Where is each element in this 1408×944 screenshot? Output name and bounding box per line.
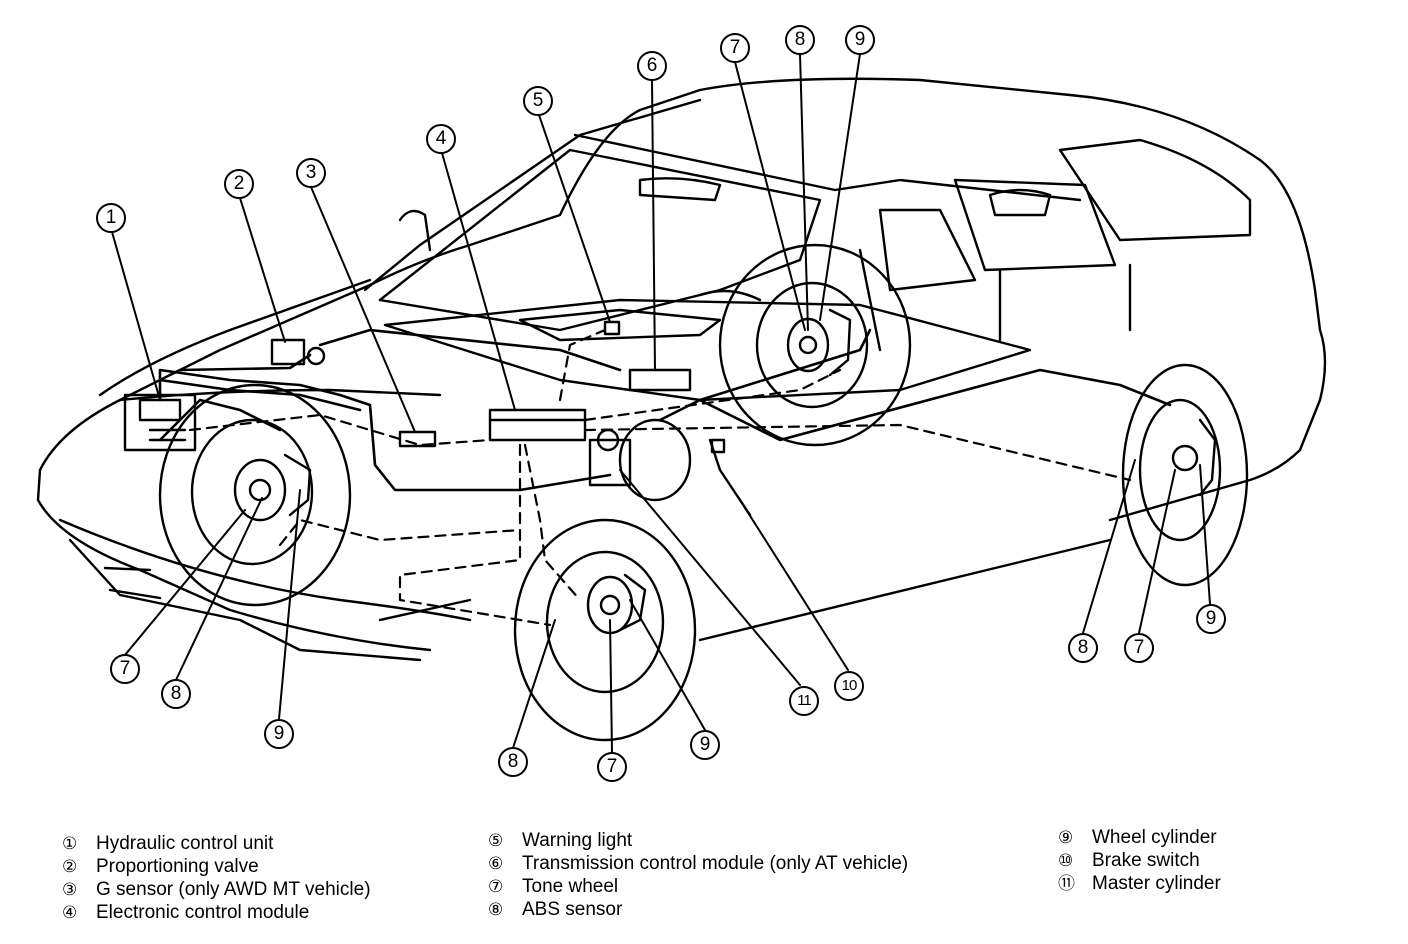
callout-11: 11 [789, 686, 819, 716]
legend-item: ⑨ Wheel cylinder [1058, 826, 1221, 849]
callout-7-front-left: 7 [110, 654, 140, 684]
legend-column-1: ① Hydraulic control unit ② Proportioning v… [62, 832, 371, 924]
legend-label: Transmission control module (only AT veh… [522, 853, 909, 874]
legend-symbol: ⑩ [1058, 851, 1074, 871]
legend-label: Proportioning valve [96, 856, 259, 877]
callout-9-front-left: 9 [264, 719, 294, 749]
callout-9-front-right: 9 [690, 730, 720, 760]
car-floor-panels [118, 289, 1032, 402]
legend-label: Tone wheel [522, 876, 619, 897]
legend-label: Wheel cylinder [1092, 827, 1217, 848]
legend-symbol: ⑨ [1058, 828, 1074, 848]
legend-item: ⑧ ABS sensor [488, 898, 908, 921]
sensor-harness [188, 328, 1132, 627]
master-cylinder-booster [588, 418, 692, 502]
callout-8-rear-left: 8 [785, 25, 815, 55]
legend-symbol: ③ [62, 880, 78, 900]
legend-label: Brake switch [1092, 850, 1200, 871]
legend-item: ③ G sensor (only AWD MT vehicle) [62, 878, 371, 901]
callout-8-rear-right: 8 [1068, 633, 1098, 663]
legend-item: ① Hydraulic control unit [62, 832, 371, 855]
callout-9-rear-right: 9 [1196, 604, 1226, 634]
callout-5: 5 [523, 86, 553, 116]
legend-item: ⑥ Transmission control module (only AT ve… [488, 852, 908, 875]
car-greenhouse [363, 98, 1252, 352]
leader-lines [111, 53, 1211, 753]
legend-item: ⑩ Brake switch [1058, 849, 1221, 872]
legend-label: Electronic control module [96, 902, 310, 923]
legend-symbol: ⑧ [488, 900, 504, 920]
warning-light [603, 320, 621, 336]
legend-symbol: ⑦ [488, 877, 504, 897]
legend-item: ⑤ Warning light [488, 829, 908, 852]
brake-switch-pedal [708, 438, 752, 517]
legend-column-2: ⑤ Warning light ⑥ Transmission control mod… [488, 829, 908, 921]
legend-column-3: ⑨ Wheel cylinder ⑩ Brake switch ⑪ Master cy… [1058, 826, 1221, 895]
callout-10: 10 [834, 671, 864, 701]
callout-7-front-right: 7 [597, 752, 627, 782]
legend-symbol: ⑪ [1058, 874, 1075, 894]
legend-item: ④ Electronic control module [62, 901, 371, 924]
callout-2: 2 [224, 169, 254, 199]
proportioning-valve [270, 338, 326, 366]
callout-9-rear-left: 9 [845, 25, 875, 55]
callout-8-front-left: 8 [161, 679, 191, 709]
callout-4: 4 [426, 124, 456, 154]
transmission-control-module [628, 368, 692, 392]
legend-symbol: ④ [62, 903, 78, 923]
callout-7-rear-right: 7 [1124, 633, 1154, 663]
legend-item: ② Proportioning valve [62, 855, 371, 878]
electronic-control-module [488, 408, 587, 442]
legend-symbol: ① [62, 834, 78, 854]
legend-label: Hydraulic control unit [96, 833, 274, 854]
legend-label: Warning light [522, 830, 633, 851]
callout-8-front-right: 8 [498, 747, 528, 777]
legend-symbol: ⑥ [488, 854, 504, 874]
legend-item: ⑦ Tone wheel [488, 875, 908, 898]
callout-3: 3 [296, 158, 326, 188]
wheel-front-right [513, 518, 697, 742]
legend-label: G sensor (only AWD MT vehicle) [96, 879, 371, 900]
wheel-rear-left [718, 243, 912, 447]
legend-label: Master cylinder [1092, 873, 1221, 894]
callout-6: 6 [637, 51, 667, 81]
legend-symbol: ⑤ [488, 831, 504, 851]
brake-lines [158, 328, 1172, 492]
legend-item: ⑪ Master cylinder [1058, 872, 1221, 895]
legend-label: ABS sensor [522, 899, 623, 920]
car-body-outline [36, 77, 1327, 662]
wheel-rear-right [1121, 363, 1249, 587]
wheel-front-left [158, 383, 352, 607]
callout-1: 1 [96, 203, 126, 233]
legend-symbol: ② [62, 857, 78, 877]
callout-7-rear-left: 7 [720, 33, 750, 63]
